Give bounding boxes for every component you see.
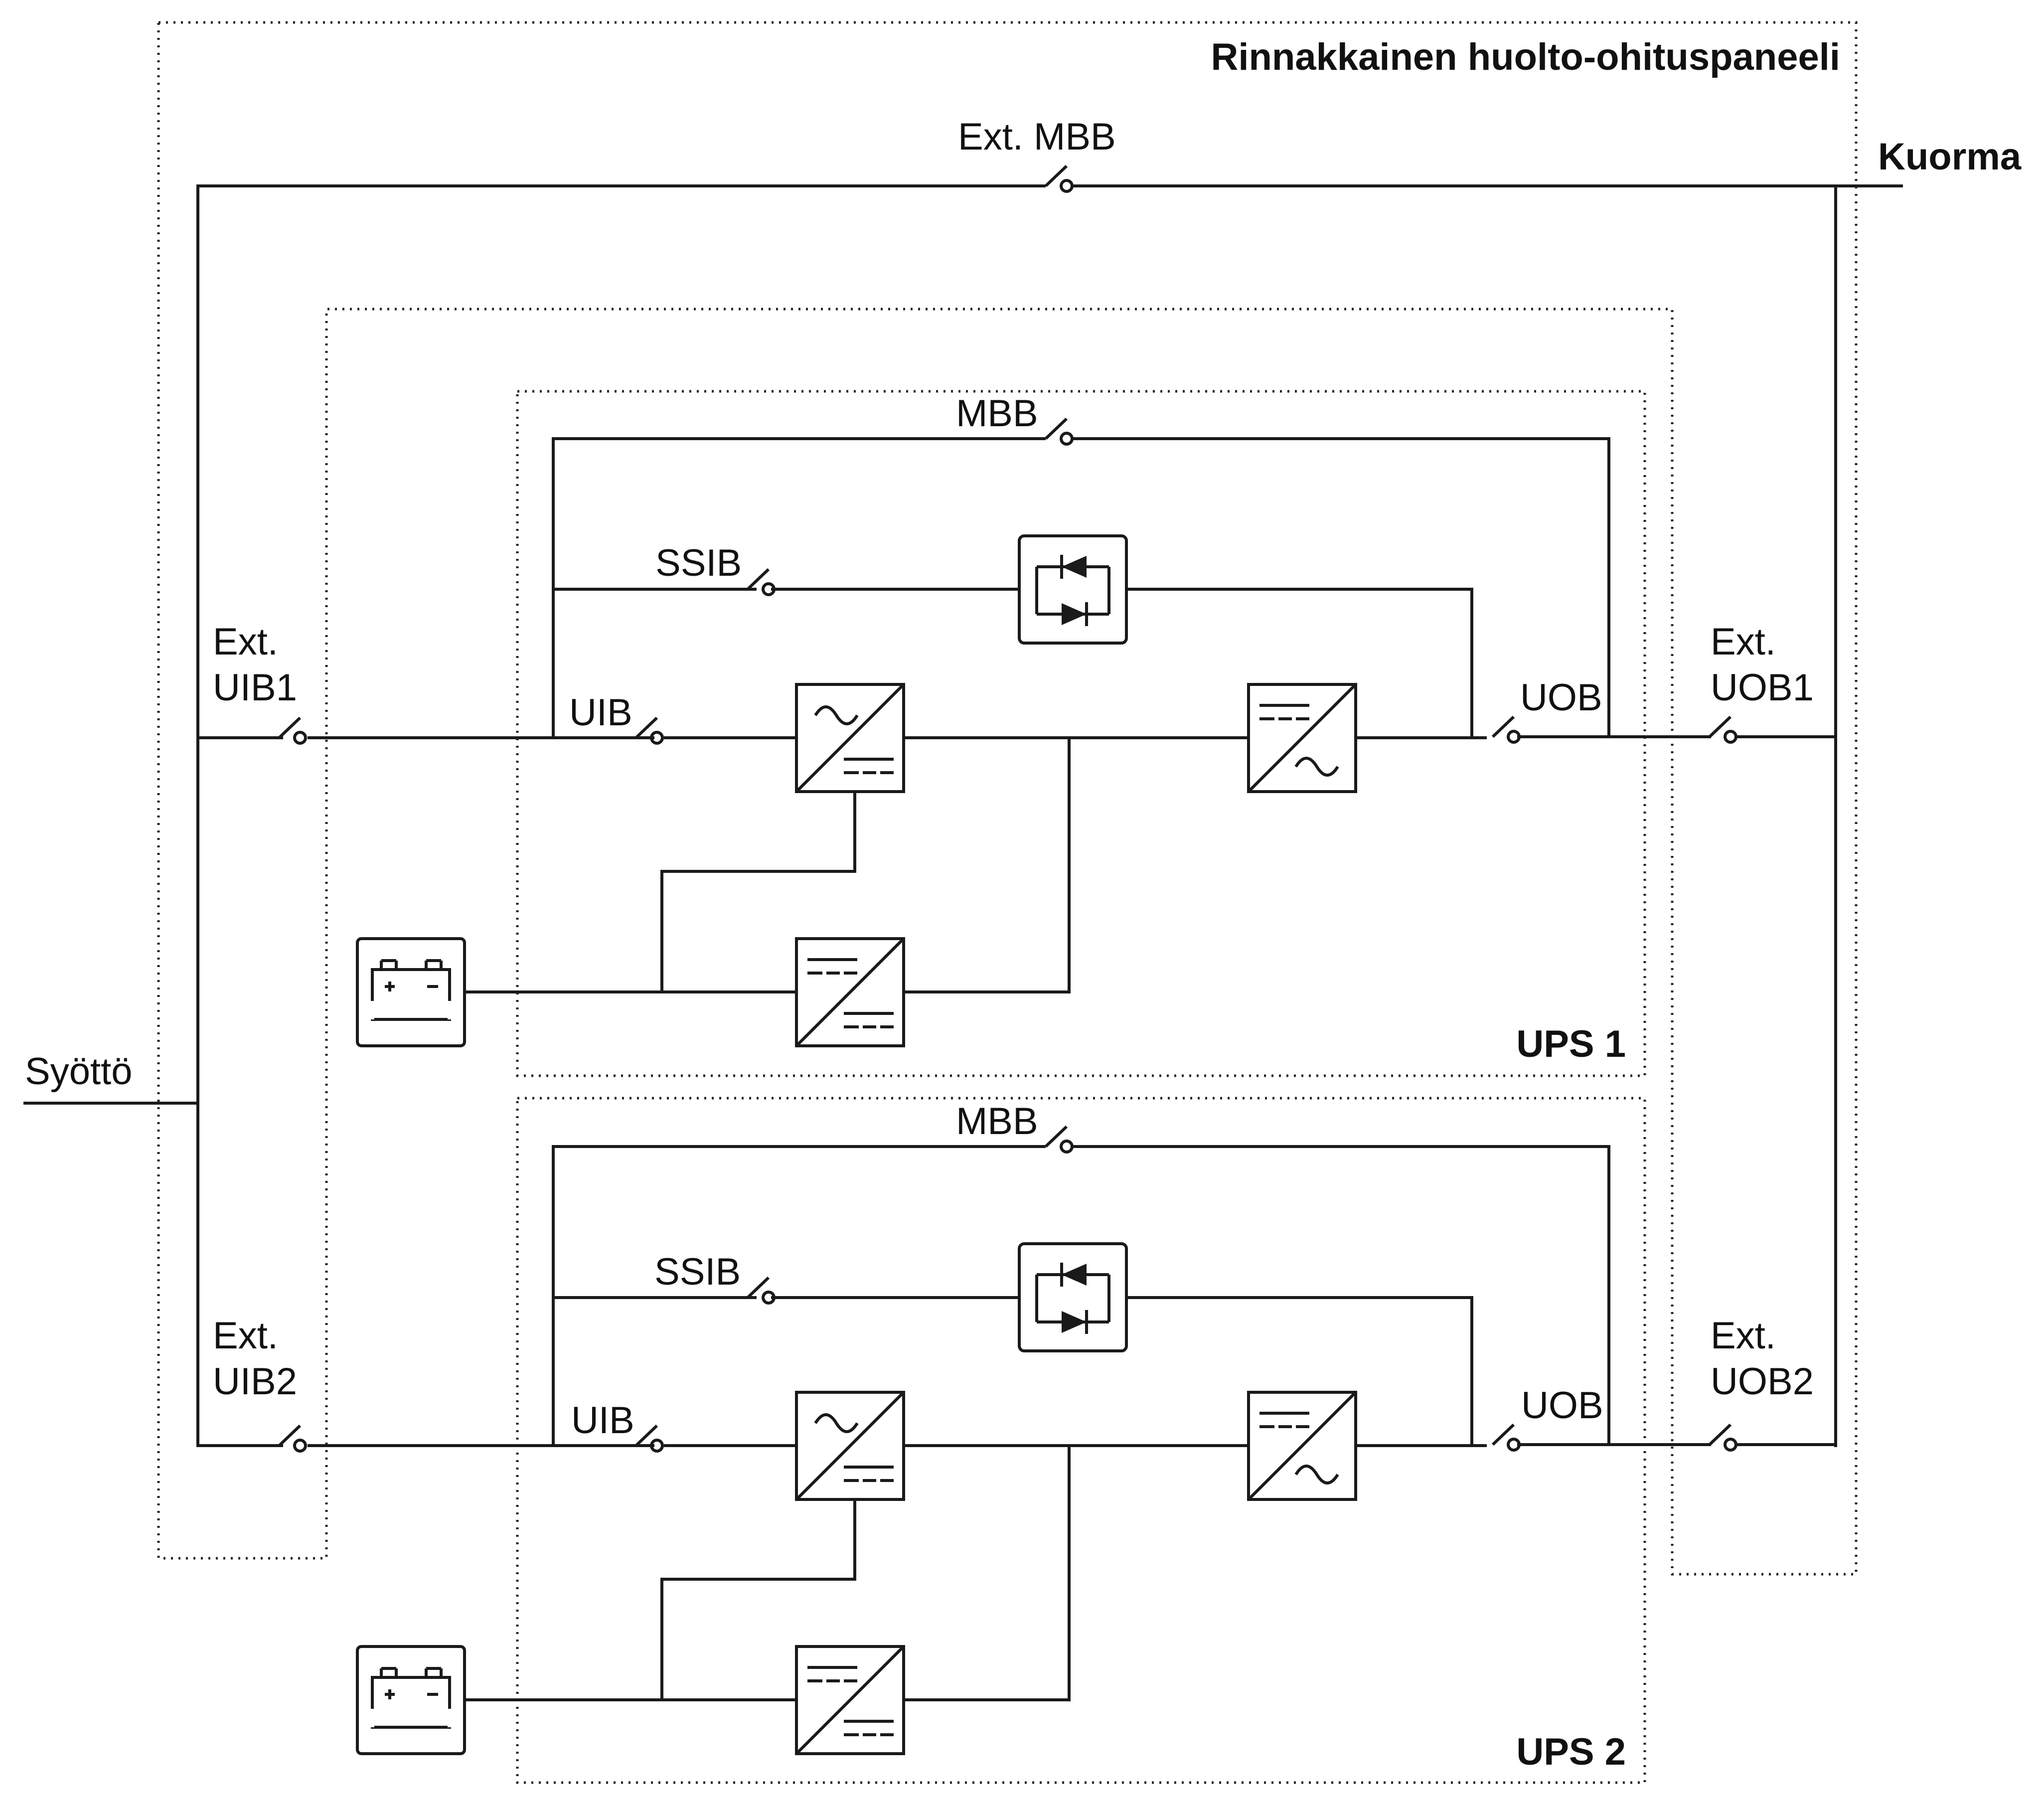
ext-uib2-label-line1: Ext. — [213, 1315, 278, 1357]
ups2-inverter-icon — [1249, 1392, 1356, 1499]
labels: Rinnakkainen huolto-ohituspaneeli Kuorma… — [25, 36, 2022, 1773]
ups1-wiring — [308, 437, 1711, 993]
panel-title: Rinnakkainen huolto-ohituspaneeli — [1211, 36, 1840, 78]
ups1-ssib-label: SSIB — [655, 542, 742, 584]
ups2-dc-dc-converter-icon — [796, 1647, 904, 1754]
ups2-outline — [516, 1097, 1646, 1784]
ups1-uob-switch-icon — [1493, 717, 1519, 742]
ups1-uib-switch-icon — [636, 718, 662, 743]
input-label: Syöttö — [25, 1050, 132, 1093]
ups2-title: UPS 2 — [1516, 1731, 1626, 1773]
ext-uib2-switch-icon — [279, 1426, 306, 1451]
ups2-uib-switch-icon — [636, 1426, 662, 1451]
external-wiring — [23, 184, 1903, 1447]
ups2-wiring — [308, 1145, 1711, 1701]
ups2-circuit — [279, 1127, 1736, 1754]
ext-mbb-switch-icon — [1046, 166, 1072, 191]
ext-uob1-label-line1: Ext. — [1711, 621, 1776, 663]
ext-uib1-switch-icon — [279, 718, 306, 743]
ups2-ssib-label: SSIB — [654, 1251, 741, 1293]
enclosure-outlines — [157, 21, 1858, 1784]
bypass-panel-outline — [157, 21, 1858, 1576]
ups2-static-switch-icon — [1019, 1244, 1126, 1351]
ext-uob2-label-line2: UOB2 — [1711, 1360, 1814, 1403]
ext-uob2-label-line1: Ext. — [1711, 1315, 1776, 1357]
ext-uib1-label-line2: UIB1 — [213, 666, 297, 709]
ups2-uob-label: UOB — [1521, 1384, 1603, 1427]
ups2-mbb-label: MBB — [956, 1100, 1038, 1143]
ext-uib1-label-line1: Ext. — [213, 621, 278, 663]
ups1-battery-icon — [357, 939, 465, 1046]
ups1-circuit — [279, 166, 1736, 1046]
ups2-mbb-switch-icon — [1046, 1127, 1072, 1152]
ext-mbb-label: Ext. MBB — [958, 116, 1116, 158]
ups1-mbb-label: MBB — [956, 392, 1038, 435]
ups1-inverter-icon — [1249, 684, 1356, 792]
ups1-uib-label: UIB — [569, 691, 632, 734]
ups1-title: UPS 1 — [1516, 1023, 1626, 1065]
ups2-rectifier-icon — [796, 1392, 904, 1499]
ext-uob1-label-line2: UOB1 — [1711, 666, 1814, 709]
output-label: Kuorma — [1878, 136, 2022, 178]
ext-uob2-switch-icon — [1710, 1425, 1736, 1450]
ups2-uib-label: UIB — [571, 1399, 634, 1442]
ups1-outline — [516, 390, 1646, 1077]
ext-uib2-label-line2: UIB2 — [213, 1360, 297, 1403]
ups1-uob-label: UOB — [1520, 676, 1602, 719]
ext-uob1-switch-icon — [1710, 717, 1736, 742]
ups2-uob-switch-icon — [1493, 1425, 1519, 1450]
ups1-ssib-switch-icon — [748, 569, 774, 595]
ups2-ssib-switch-icon — [748, 1278, 774, 1303]
ups1-dc-dc-converter-icon — [796, 939, 904, 1046]
ups2-battery-icon — [357, 1647, 465, 1754]
ups1-static-switch-icon — [1019, 536, 1126, 643]
ups1-rectifier-icon — [796, 684, 904, 792]
ups1-mbb-switch-icon — [1046, 419, 1072, 444]
